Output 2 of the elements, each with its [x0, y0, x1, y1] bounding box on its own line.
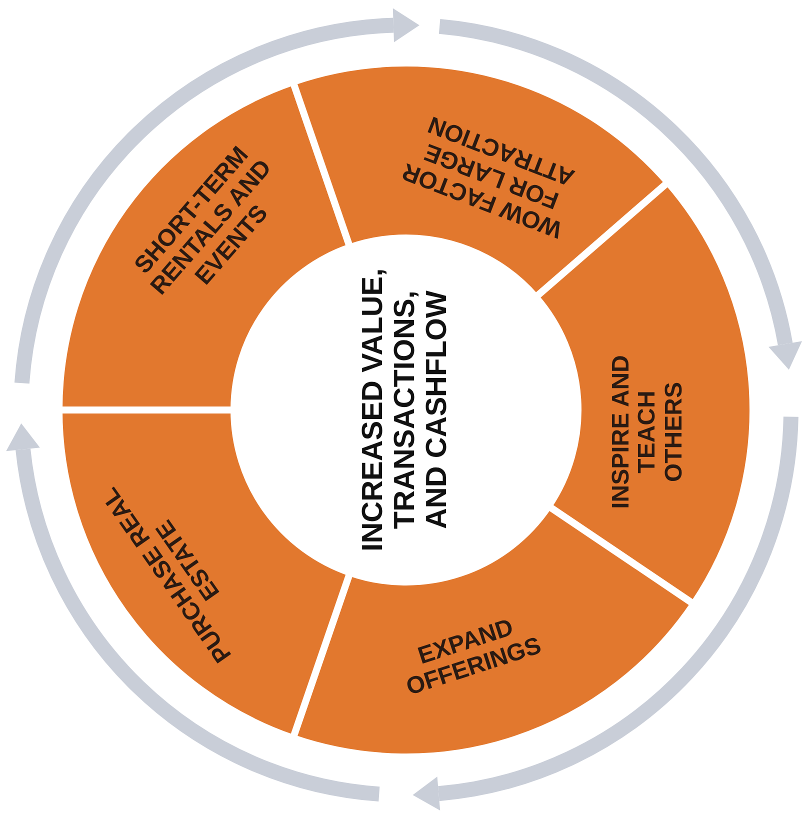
center-text: INCREASED VALUE, TRANSACTIONS, AND CASHFLOW: [358, 267, 454, 554]
segment-label: INSPIRE AND TEACH OTHERS: [608, 354, 688, 511]
